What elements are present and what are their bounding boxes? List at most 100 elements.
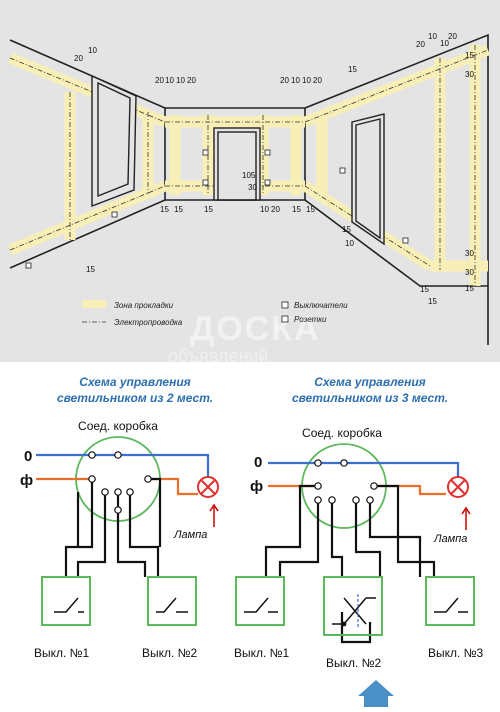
switch-wires [64,477,162,577]
dim-label: 20 [448,32,457,41]
scheme-3-places: Схема управления светильником из 3 мест.… [234,375,484,670]
legend-switch-label: Выключатели [294,301,348,310]
zone-swatch [82,300,106,308]
scheme2-title-line1: Схема управления [79,375,190,389]
dimensions: 10 20 20 10 10 20 20 10 10 20 15 20 10 2… [74,32,474,306]
dim-label: 15 [420,285,429,294]
dim-label: 20 [280,76,289,85]
lamp-cross [200,479,216,495]
logo-line2: правильно [422,680,476,691]
switch-3 [425,576,475,626]
dim-label: 15 [428,297,437,306]
watermark-line1: ДОСКА [190,310,321,348]
dim-label: 15 [465,51,474,60]
switch-marker [202,149,209,156]
switch2-label: Выкл. №2 [142,646,198,660]
window [91,74,137,208]
switch-1 [41,576,91,626]
socket-marker [111,211,118,218]
dim-label: 15 [86,265,95,274]
dim-label: 10 [260,205,269,214]
scheme3-box-label: Соед. коробка [302,426,382,440]
dim-label: 10 [428,32,437,41]
phase-label: ф [250,478,263,495]
dim-label: 30 [465,268,474,277]
dim-label: 10 [345,239,354,248]
logo-line3: Сделать [398,694,444,705]
scheme-2-places: Схема управления светильником из 2 мест.… [20,375,219,660]
dim-label: 20 [313,76,322,85]
switch3-label: Выкл. №3 [428,646,484,660]
dim-label: 30 [248,183,257,192]
lamp-label: Лампа [433,533,467,545]
switch-2 [147,576,197,626]
dim-label: 15 [348,65,357,74]
dim-label: 105 [242,171,256,180]
dim-label: 15 [174,205,183,214]
zero-wire [268,461,460,480]
dim-label: 15 [292,205,301,214]
legend-wire-label: Электропроводка [114,318,183,327]
dim-label: 15 [204,205,213,214]
schemes-svg: Схема управления светильником из 2 мест.… [20,375,484,707]
watermark-line2: объявлений [168,346,268,362]
switch2-label: Выкл. №2 [326,656,382,670]
lamp-label: Лампа [173,529,207,541]
switch1-label: Выкл. №1 [234,646,290,660]
switch-marker [202,179,209,186]
switch-marker [264,149,271,156]
socket-marker [25,262,32,269]
dim-label: 30 [465,249,474,258]
room-outline [9,33,489,345]
legend: Зона прокладки Электропроводка Выключате… [82,300,348,327]
door [213,127,261,201]
dim-label: 10 [440,39,449,48]
dim-label: 10 [88,46,97,55]
site-logo: Как правильно Сделать [358,680,476,707]
dim-label: 10 [165,76,174,85]
dim-label: 15 [342,225,351,234]
scheme2-title-line2: светильником из 2 мест. [57,391,213,405]
zero-label: 0 [254,454,262,471]
lamp-cross [450,479,466,495]
logo-line1: Как [398,680,416,691]
room-wiring-svg: 10 20 20 10 10 20 20 10 10 20 15 20 10 2… [7,32,491,362]
legend-zone-label: Зона прокладки [114,301,174,310]
legend-socket-label: Розетки [294,315,327,324]
dim-label: 15 [306,205,315,214]
scheme3-title-line1: Схема управления [314,375,425,389]
socket-marker [402,237,409,244]
dim-label: 30 [465,70,474,79]
dim-label: 15 [465,284,474,293]
dim-label: 20 [155,76,164,85]
dim-label: 20 [271,205,280,214]
dim-label: 20 [74,54,83,63]
dim-label: 10 [291,76,300,85]
dim-label: 15 [160,205,169,214]
terminals [314,459,378,504]
dim-label: 10 [302,76,311,85]
switch-marker [264,179,271,186]
scheme2-box-label: Соед. коробка [78,419,158,433]
lamp-wire [148,477,198,496]
switch-1 [235,576,285,626]
wiring-zones-diagram: 10 20 20 10 10 20 20 10 10 20 15 20 10 2… [0,0,500,362]
terminals [88,451,152,514]
dim-label: 20 [416,40,425,49]
socket-legend-icon [281,315,289,323]
switch-legend-icon [281,301,289,309]
zero-label: 0 [24,448,32,465]
dim-label: 20 [187,76,196,85]
wiring-lines [9,45,489,286]
scheme3-title-line2: светильником из 3 мест. [292,391,448,405]
dim-label: 10 [176,76,185,85]
switch-schemes: Схема управления светильником из 2 мест.… [0,362,500,707]
switch-marker [339,167,346,174]
phase-label: ф [20,472,33,489]
device-markers [25,149,409,269]
switch1-label: Выкл. №1 [34,646,90,660]
switch-wires [264,484,436,644]
side-door [351,113,385,246]
switch-2 [323,576,383,636]
zero-wire [36,453,210,479]
